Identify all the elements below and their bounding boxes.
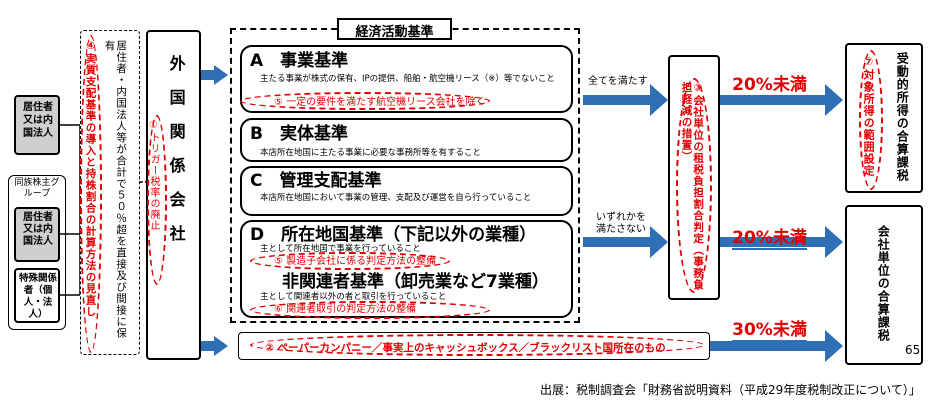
criterion-d-letter: D	[250, 225, 265, 245]
family-group-label: 同族株主グループ	[14, 178, 60, 199]
criterion-b-desc: 本店所在地国に主たる事業に必要な事務所等を有すること	[260, 148, 482, 158]
result-company-text: 会社単位の合算課税	[876, 225, 891, 342]
criterion-c: C 管理支配基準 本店所在地国において事業の管理、支配及び運営を自ら行っているこ…	[240, 166, 573, 216]
note2-oval	[250, 334, 705, 356]
criterion-a-name: 事業基準	[280, 51, 349, 71]
criterion-d-desc: 主として所在地国で事業を行っていること	[260, 244, 421, 254]
resident-label-2: 居住者又は内国法人	[23, 212, 53, 247]
result-company-box	[845, 205, 923, 365]
criterion-a-oval	[240, 92, 490, 110]
criterion-b-name: 実体基準	[279, 124, 348, 144]
criterion-d-oval	[250, 252, 450, 270]
ownership-text: 居住者・内国法人等が合計で５０％超を直接及び間接に保有	[103, 40, 128, 339]
all-satisfied-label: 全てを満たす	[588, 76, 648, 87]
note4-oval	[80, 35, 102, 353]
page-number: 65	[905, 343, 921, 357]
criterion-d: D 所在地国基準（下記以外の業種） 主として所在地国で事業を行っていること ⑤ …	[240, 220, 573, 319]
criterion-c-desc: 本店所在地国において事業の管理、支配及び運営を自ら行っていること	[260, 193, 532, 203]
criterion-b-title: B 実体基準	[250, 124, 348, 144]
criterion-c-title: C 管理支配基準	[250, 171, 381, 191]
pct-30: 30%未満	[732, 315, 807, 342]
result-passive-text: 受動的所得の合算課税	[895, 52, 910, 182]
criterion-a-letter: A	[250, 51, 264, 71]
criterion-d-name: 所在地国基準（下記以外の業種）	[281, 225, 537, 245]
pct-20-lower: 20%未満	[732, 223, 807, 250]
special-relation-box: 特殊関係者（個人・法人）	[14, 268, 60, 323]
result-passive-box	[845, 43, 923, 193]
criterion-e-oval	[250, 301, 490, 319]
special-relation-label: 特殊関係者（個人・法人）	[19, 273, 58, 320]
cfc-label: 外国関係会社	[166, 55, 186, 259]
resident-label-1: 居住者又は内国法人	[23, 102, 53, 139]
econ-title-box: 経済活動基準	[337, 18, 452, 40]
criterion-a: A 事業基準 主たる事業が株式の保有、IPの提供、船舶・航空機リース（※）等でな…	[240, 45, 573, 113]
criterion-a-title: A 事業基準	[250, 51, 348, 71]
resident-box-1: 居住者又は内国法人	[14, 95, 60, 155]
criterion-e-title: 非関連者基準（卸売業など7業種）	[282, 272, 549, 292]
criterion-a-desc: 主たる事業が株式の保有、IPの提供、船舶・航空機リース（※）等でないこと	[260, 74, 555, 84]
note1-oval	[147, 115, 167, 285]
criterion-d-title: D 所在地国基準（下記以外の業種）	[250, 225, 536, 245]
criterion-c-letter: C	[250, 171, 263, 191]
note7-oval	[859, 50, 883, 190]
resident-box-2: 居住者又は内国法人	[14, 207, 60, 262]
econ-title: 経済活動基準	[355, 25, 434, 40]
criterion-b-letter: B	[250, 124, 263, 144]
source-text: 出展：税制調査会「財務省説明資料（平成29年度税制改正について）」	[540, 383, 921, 397]
not-satisfied-label: いずれかを満たさない	[596, 212, 646, 235]
note3-oval	[676, 78, 712, 293]
criterion-b: B 実体基準 本店所在地国に主たる事業に必要な事務所等を有すること	[240, 118, 573, 162]
criterion-c-name: 管理支配基準	[279, 171, 382, 191]
criterion-e-desc: 主として関連者以外の者と取引を行っていること	[260, 292, 447, 302]
pct-20-upper: 20%未満	[732, 70, 807, 97]
